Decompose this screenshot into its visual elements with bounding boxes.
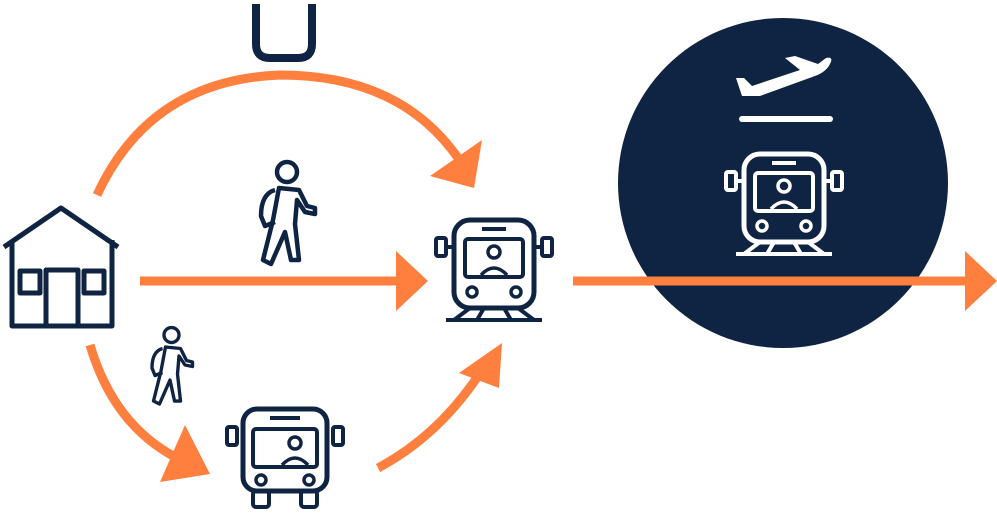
arrowhead-walk	[396, 251, 428, 311]
bus-icon	[225, 406, 345, 509]
walking-person-icon	[261, 162, 315, 264]
arrowhead-to-airport	[965, 251, 997, 311]
train-icon	[436, 220, 552, 320]
rideshare-icon	[252, 4, 316, 62]
arrow-to-bus	[85, 343, 187, 467]
arrows	[85, 70, 968, 472]
arrow-rideshare	[92, 70, 462, 197]
arrowhead-bus-to-train	[459, 343, 502, 388]
arrowhead-rideshare	[430, 140, 482, 188]
arrowhead-to-bus	[160, 425, 210, 482]
airport-circle	[618, 18, 948, 348]
airplane-departure-icon	[736, 56, 833, 122]
arrow-bus-to-train	[375, 367, 486, 472]
house-icon	[2, 205, 120, 329]
walking-person-small-icon	[150, 325, 195, 406]
arrowheads	[160, 140, 997, 482]
